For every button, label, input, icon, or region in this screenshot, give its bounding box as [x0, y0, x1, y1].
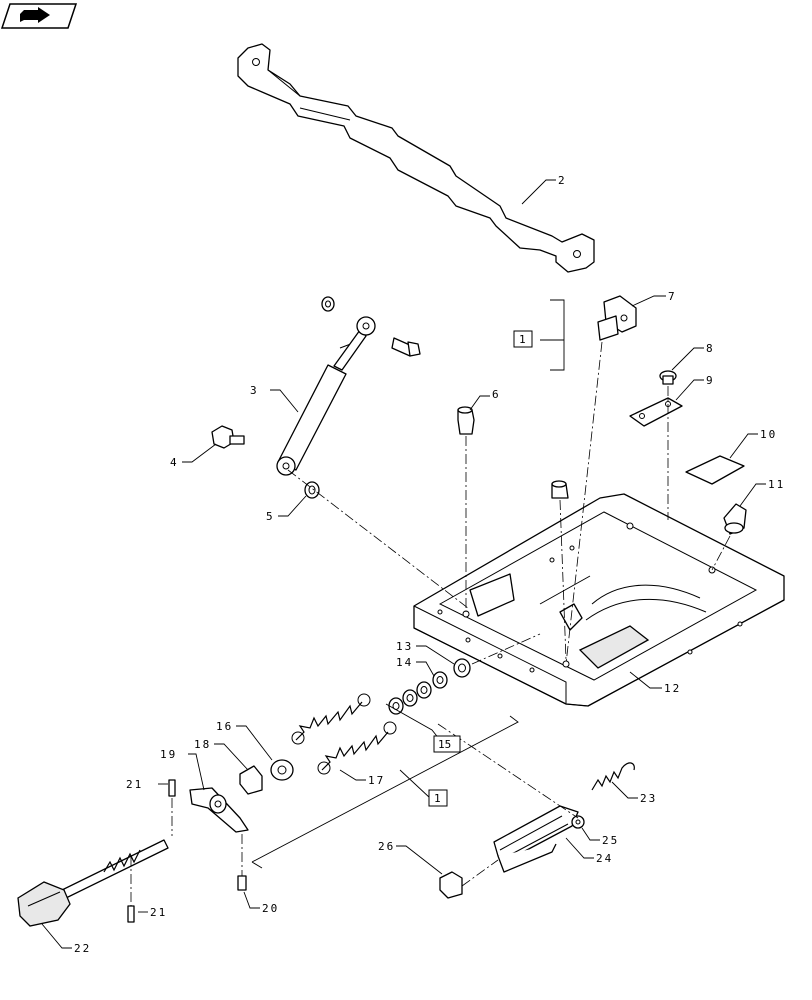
part-21-pin-lower: [127, 905, 135, 923]
part-20-set-screw: [237, 875, 247, 891]
part-26-clip: [439, 871, 463, 899]
callout-18: 18: [194, 738, 211, 751]
part-18-clip: [239, 765, 263, 795]
callout-16: 16: [216, 720, 233, 733]
part-13-bushing: [453, 658, 471, 678]
part-7-latch: [597, 295, 637, 341]
part-2-bracket: [237, 43, 595, 273]
part-25-bushing: [571, 815, 585, 829]
callout-25: 25: [602, 834, 619, 847]
part-3-gas-strut: [276, 316, 376, 476]
callout-19: 19: [160, 748, 177, 761]
callout-4: 4: [170, 456, 179, 469]
callout-23: 23: [640, 792, 657, 805]
callout-20: 20: [262, 902, 279, 915]
kit-label-15-text: 15: [438, 738, 451, 751]
frame-stud: [551, 480, 569, 499]
part-19-link: [189, 787, 249, 833]
callout-9: 9: [706, 374, 715, 387]
next-page-arrow-icon[interactable]: [0, 3, 78, 29]
callout-17: 17: [368, 774, 385, 787]
callout-12: 12: [664, 682, 681, 695]
part-11-bumper: [723, 503, 747, 535]
kit-label-top-text: 1: [519, 333, 526, 346]
callout-2: 2: [558, 174, 567, 187]
callout-labels: 2 3 4 5 6 7 8 9 10 11 12 13 14 16 17 18 …: [74, 174, 785, 955]
callout-6: 6: [492, 388, 501, 401]
alignment-lines: [130, 341, 731, 906]
kit-label-top: 1: [513, 330, 533, 348]
part-17-springs: [291, 693, 397, 775]
part-10-pad: [685, 455, 745, 485]
callout-26: 26: [378, 840, 395, 853]
callout-22: 22: [74, 942, 91, 955]
part-8-screw: [659, 370, 677, 385]
callout-10: 10: [760, 428, 777, 441]
callout-11: 11: [768, 478, 785, 491]
part-23-spring: [591, 762, 635, 791]
part-4-bolt: [211, 425, 245, 449]
part-16-spacer: [270, 759, 294, 781]
part-12-seat-frame: [413, 493, 785, 707]
kit-label-bottom: 1: [428, 789, 448, 807]
callout-24: 24: [596, 852, 613, 865]
kit-label-bottom-text: 1: [434, 792, 441, 805]
part-6-stud: [457, 406, 475, 435]
strut-top-bolt: [391, 337, 421, 357]
part-14-washer: [432, 671, 448, 689]
callout-8: 8: [706, 342, 715, 355]
callout-21-lower: 21: [150, 906, 167, 919]
part-22-handle-rod: [17, 839, 169, 927]
callout-14: 14: [396, 656, 413, 669]
part-21-pin-upper: [168, 779, 176, 797]
callout-21-upper: 21: [126, 778, 143, 791]
part-24-lever: [493, 805, 579, 873]
callout-7: 7: [668, 290, 677, 303]
part-9-plate: [629, 397, 683, 427]
kit-label-15: 15: [433, 735, 461, 753]
callout-3: 3: [250, 384, 259, 397]
callout-13: 13: [396, 640, 413, 653]
strut-top-clip: [321, 296, 335, 312]
leader-lines: [41, 179, 766, 949]
callout-5: 5: [266, 510, 275, 523]
